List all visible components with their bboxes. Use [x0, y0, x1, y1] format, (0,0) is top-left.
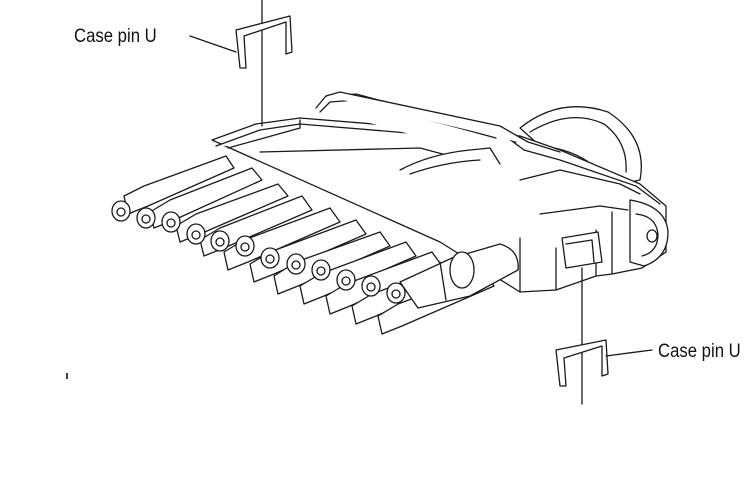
case-pin-u-bottom — [555, 267, 609, 405]
leader-line-bottom — [605, 349, 653, 357]
contact-pin-tips — [111, 200, 406, 304]
latch-window — [561, 231, 603, 269]
leader-line-top — [189, 35, 237, 53]
case-pin-u-top — [235, 0, 293, 127]
callout-label-bottom: Case pin U — [658, 341, 741, 362]
stray-mark — [66, 373, 68, 379]
front-pin-sleeve — [399, 243, 519, 309]
callout-label-top: Case pin U — [74, 26, 157, 47]
rear-boss — [519, 106, 642, 187]
housing-body — [211, 91, 669, 293]
